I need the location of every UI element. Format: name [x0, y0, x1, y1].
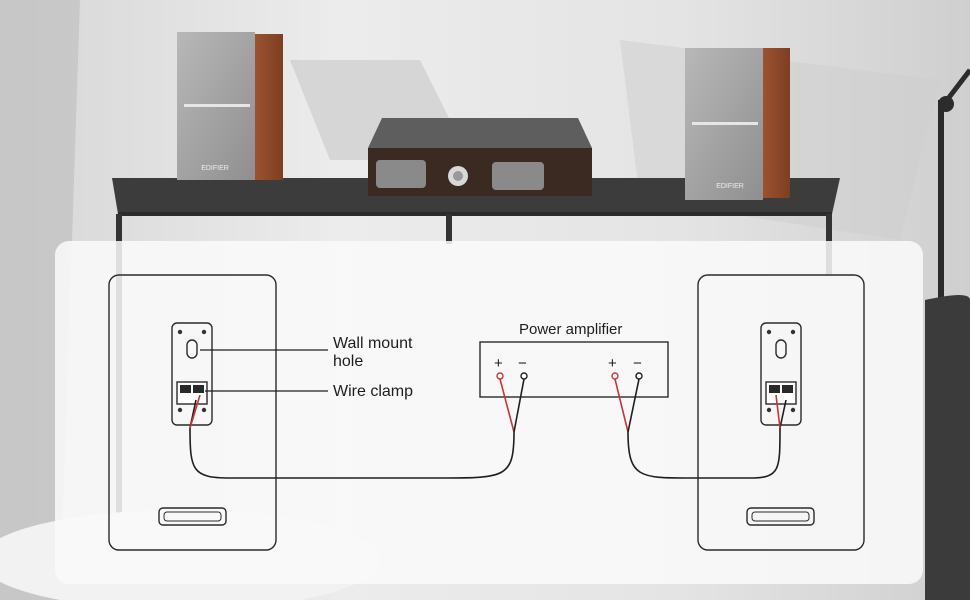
right-wire-clamp-icon [765, 381, 797, 413]
wire-clamp-label: Wire clamp [333, 383, 413, 400]
right-speaker-photo: EDIFIER [685, 48, 790, 200]
left-plus-sign: + [494, 355, 503, 372]
left-speaker-photo: EDIFIER [177, 32, 283, 180]
power-amplifier-label: Power amplifier [519, 321, 622, 338]
wall-mount-label-line2: hole [333, 353, 363, 370]
wall-mount-label-line1: Wall mount [333, 335, 413, 352]
right-plus-sign: + [608, 355, 617, 372]
turntable-photo [368, 118, 592, 196]
left-speaker-brand: EDIFIER [201, 165, 229, 172]
left-wire-clamp-icon [176, 381, 208, 413]
right-minus-sign: − [633, 355, 642, 372]
right-speaker-cable [614, 378, 787, 479]
left-wall-mount-hole-icon [177, 329, 207, 359]
callout-lines [200, 349, 328, 392]
right-speaker-brand: EDIFIER [716, 183, 744, 190]
right-wall-mount-hole-icon [766, 329, 796, 359]
left-speaker-back [108, 274, 277, 551]
chair-photo [925, 295, 970, 600]
left-minus-sign: − [518, 355, 527, 372]
left-speaker-cable [189, 378, 525, 479]
right-speaker-back [697, 274, 865, 551]
power-amplifier-box [479, 341, 669, 398]
amplifier-terminals [496, 372, 643, 380]
